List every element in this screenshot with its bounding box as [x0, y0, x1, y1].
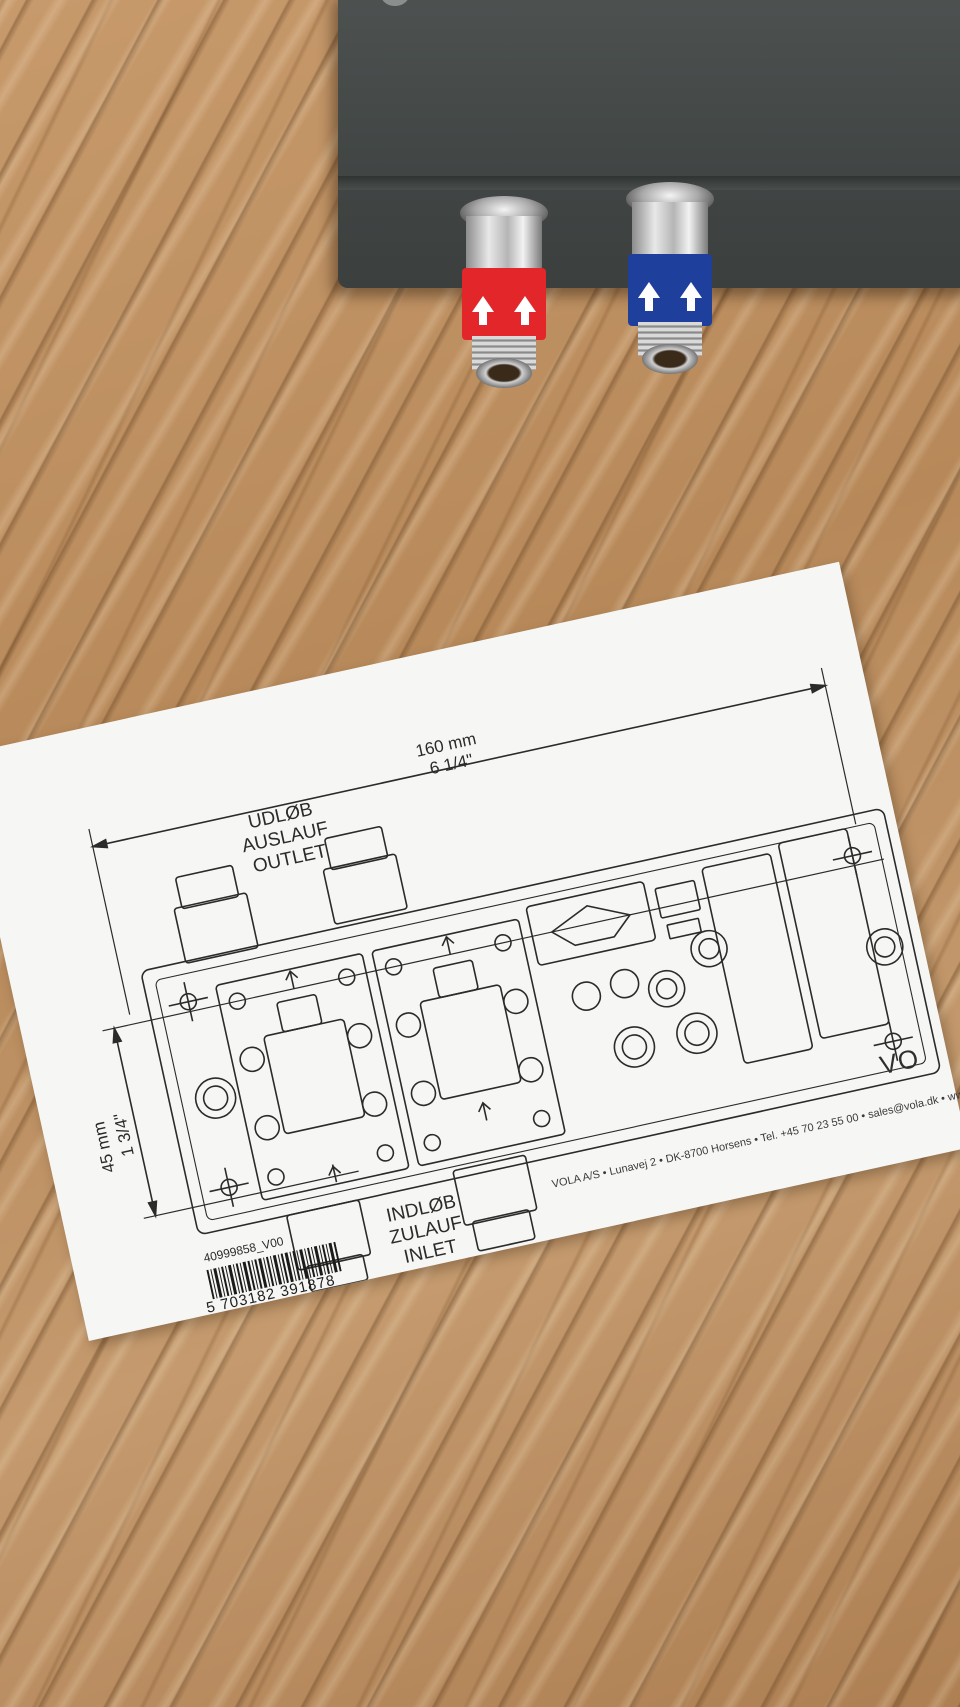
- flow-arrow-icon: [472, 296, 494, 325]
- flow-arrow-icon: [514, 296, 536, 325]
- width-dimension-line: [92, 684, 826, 848]
- flow-arrow-icon: [680, 282, 702, 311]
- grey-valve-housing: [338, 0, 960, 288]
- outlet-fitting-right: [322, 853, 408, 925]
- fitting-hex-nut: [632, 202, 708, 256]
- height-dimension-line: [113, 1028, 157, 1216]
- hot-flow-label: [462, 268, 546, 340]
- fitting-opening: [476, 358, 532, 388]
- fitting-hex-nut: [466, 216, 542, 270]
- flow-arrow-icon: [638, 282, 660, 311]
- hot-water-fitting: [456, 196, 552, 396]
- outlet-fitting-left: [173, 892, 259, 964]
- brand-logo-text: VO: [876, 1042, 923, 1081]
- inlet-fitting-right: [452, 1154, 538, 1226]
- cold-water-fitting: [622, 182, 718, 382]
- valve-body-outline: [141, 808, 941, 1235]
- cold-flow-label: [628, 254, 712, 326]
- valve-module-right: [371, 918, 566, 1167]
- cartridge-right: [778, 828, 890, 1039]
- installation-template-card: 160 mm 6 1/4" 45 mm 1 3/4" UDLØB AUSLAUF…: [0, 561, 960, 1342]
- barcode-bars: [206, 1241, 342, 1300]
- valve-module-left: [215, 953, 410, 1201]
- technical-drawing: [88, 667, 941, 1293]
- housing-screw-head: [380, 0, 410, 6]
- cartridge-left: [701, 853, 813, 1064]
- fitting-opening: [642, 344, 698, 374]
